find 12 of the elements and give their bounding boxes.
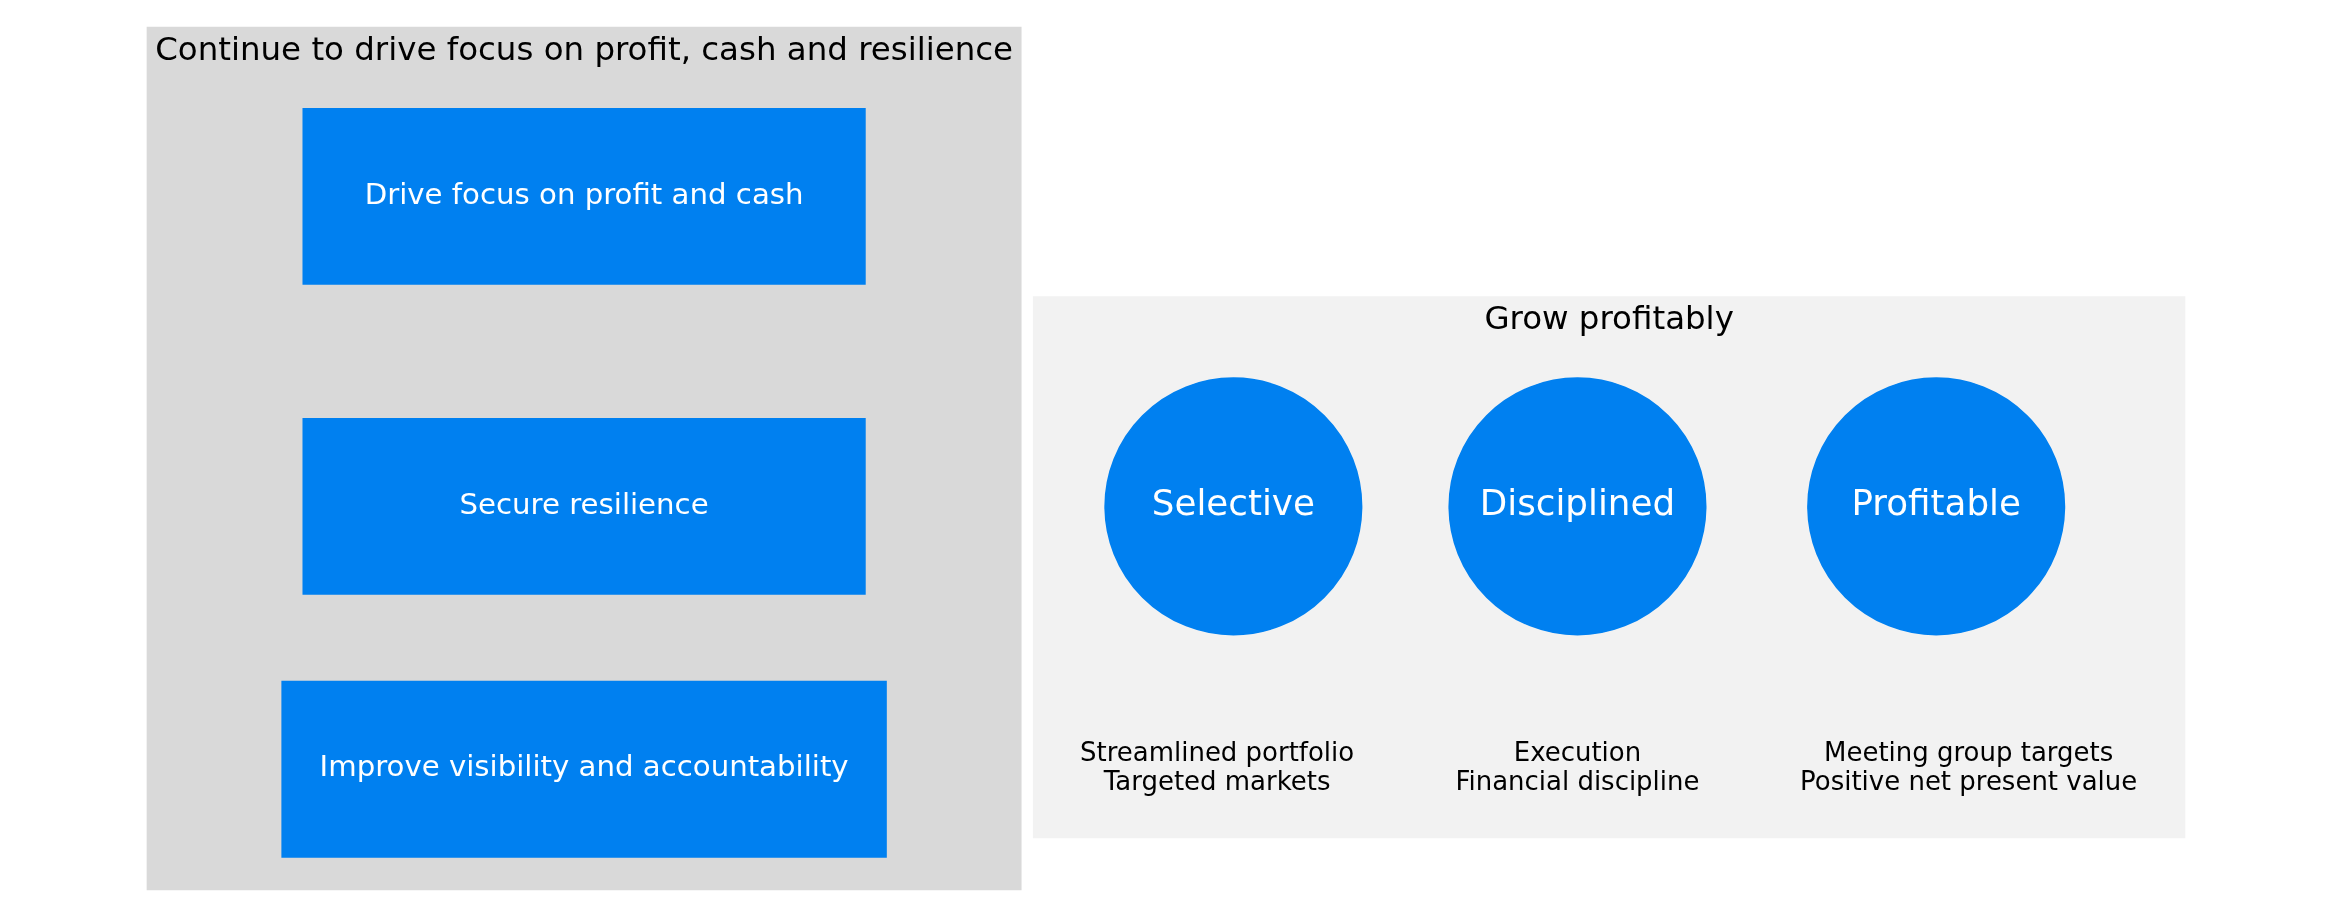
node-box: Drive focus on profit and cash [302, 107, 866, 285]
node-circle: Profitable [1806, 377, 2065, 636]
node-label: Financial discipline [1454, 766, 1699, 797]
node-box: Secure resilience [302, 417, 866, 595]
node-circle: Disciplined [1447, 377, 1706, 636]
node-box: Improve visibility and accountability [280, 680, 887, 858]
node-label: Streamlined portfolio [1079, 736, 1354, 767]
node-circle: Selective [1103, 377, 1362, 636]
node-label: Execution [1513, 736, 1641, 767]
node-label: Positive net present value [1799, 766, 2137, 797]
node-label: Targeted markets [1103, 766, 1330, 797]
node-label: Meeting group targets [1823, 736, 2113, 767]
